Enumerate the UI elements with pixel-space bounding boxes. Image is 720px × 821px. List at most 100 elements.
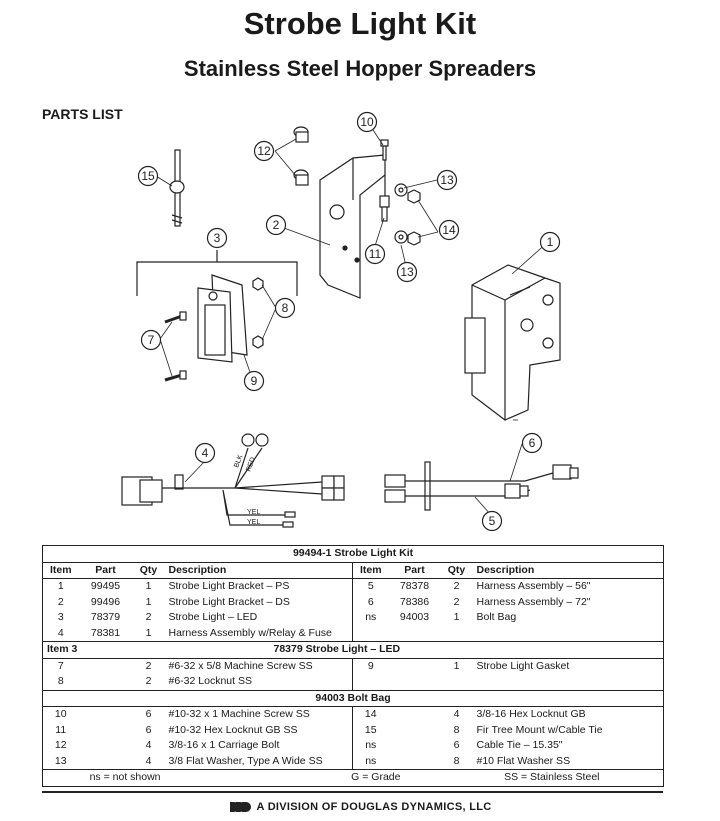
callouts: 1 2 3 4 5 6 7 8 9 10 11 12 13 14 13 15	[137, 111, 561, 532]
table-cell: 3	[57, 611, 64, 624]
table-cell: 6	[145, 723, 152, 736]
svg-text:14: 14	[442, 223, 456, 237]
column-header: Description	[472, 562, 664, 579]
table-cell	[441, 674, 473, 690]
callout-7: 7	[140, 329, 162, 351]
callout-8: 8	[274, 297, 296, 319]
table-cell: 11	[55, 723, 67, 736]
table-cell: 99496	[90, 595, 121, 608]
callout-4: 4	[194, 442, 216, 464]
svg-text:13: 13	[440, 173, 454, 187]
footer-ns: ns = not shown	[42, 769, 165, 786]
column-header: Item	[42, 562, 79, 579]
column-header: Qty	[132, 562, 165, 579]
table-cell: ns	[352, 738, 389, 754]
table-cell: 8	[57, 675, 64, 688]
table-cell: #10 Flat Washer SS	[476, 754, 571, 767]
callout-2: 2	[265, 214, 287, 236]
strobe-light-group-bracket	[136, 250, 298, 296]
wire-label-red: RED	[245, 456, 257, 472]
kit-title: 94003 Bolt Bag	[42, 689, 664, 707]
svg-text:2: 2	[273, 218, 280, 232]
screws-drawing	[164, 311, 187, 382]
bracket-ds-drawing	[319, 154, 386, 299]
table-cell: 1	[453, 611, 460, 624]
wire-label-yel-2: YEL	[247, 519, 260, 526]
table-cell	[441, 626, 473, 642]
table-cell: Strobe Light Bracket – PS	[168, 580, 290, 593]
table-cell: Bolt Bag	[476, 611, 517, 624]
callout-10: 10	[356, 111, 378, 133]
kit-title-row: 94003 Bolt Bag	[42, 689, 664, 707]
svg-text:5: 5	[489, 514, 496, 528]
table-cell: 99495	[90, 580, 121, 593]
table-cell	[473, 674, 664, 690]
table-cell	[389, 658, 441, 674]
table-cell: Strobe Light – LED	[168, 611, 258, 624]
harness-relay-drawing	[121, 433, 345, 528]
kit-title: 78379 Strobe Light – LED	[78, 641, 664, 659]
table-cell: 8	[453, 723, 460, 736]
table-cell: 1	[145, 580, 152, 593]
table-cell: 5	[352, 578, 389, 595]
fir-tree-mount-drawing	[169, 149, 185, 227]
column-header: Qty	[440, 562, 473, 579]
table-cell: 3/8 Flat Washer, Type A Wide SS	[168, 754, 323, 767]
table-cell: 1	[57, 580, 64, 593]
table-cell: #10-32 x 1 Machine Screw SS	[168, 708, 310, 721]
table-cell: Fir Tree Mount w/Cable Tie	[476, 723, 603, 736]
table-cell: 1	[145, 626, 152, 639]
table-cell: 2	[145, 675, 152, 688]
table-cell	[79, 723, 133, 739]
table-cell: 14	[352, 706, 389, 723]
table-cell	[352, 674, 389, 690]
table-cell: 6	[352, 594, 389, 610]
svg-text:3: 3	[214, 231, 221, 245]
parts-list-heading: PARTS LIST	[42, 106, 123, 122]
svg-text:9: 9	[251, 374, 258, 388]
table-cell: Strobe Light Bracket – DS	[168, 595, 290, 608]
table-cell	[79, 754, 133, 770]
table-cell: 6	[145, 708, 152, 721]
table-cell: 2	[453, 595, 460, 608]
table-cell: ns	[352, 753, 389, 770]
table-cell: 78379	[90, 611, 121, 624]
footer-ss: SS = Stainless Steel	[440, 769, 664, 786]
washers-locknuts-drawing	[394, 183, 421, 246]
table-cell	[79, 674, 133, 690]
table-cell: 1	[453, 659, 460, 672]
locknuts-drawing	[252, 277, 264, 349]
table-cell: 94003	[399, 611, 430, 624]
svg-text:7: 7	[148, 333, 155, 347]
table-cell: ns	[352, 610, 389, 626]
kit-item-label: Item 3	[42, 641, 79, 659]
table-cell: 9	[352, 658, 389, 674]
table-cell: 6	[453, 739, 460, 752]
table-cell	[473, 626, 664, 642]
svg-text:8: 8	[282, 301, 289, 315]
table-cell: 3/8-16 Hex Locknut GB	[476, 708, 586, 721]
table-cell: 4	[453, 708, 460, 721]
kit-title: 99494-1 Strobe Light Kit	[42, 545, 664, 563]
table-cell: 4	[145, 739, 152, 752]
column-header: Part	[78, 562, 133, 579]
table-cell	[389, 723, 441, 739]
svg-text:13: 13	[400, 265, 414, 279]
table-cell	[352, 625, 389, 642]
footer-grade: G = Grade	[164, 769, 441, 786]
division-footer: A DIVISION OF DOUGLAS DYNAMICS, LLC	[0, 801, 720, 813]
table-cell: Cable Tie – 15.35"	[476, 739, 563, 752]
svg-text:15: 15	[141, 169, 155, 183]
svg-text:1: 1	[547, 235, 554, 249]
column-header: Description	[164, 562, 353, 579]
footer-rule	[42, 791, 663, 793]
